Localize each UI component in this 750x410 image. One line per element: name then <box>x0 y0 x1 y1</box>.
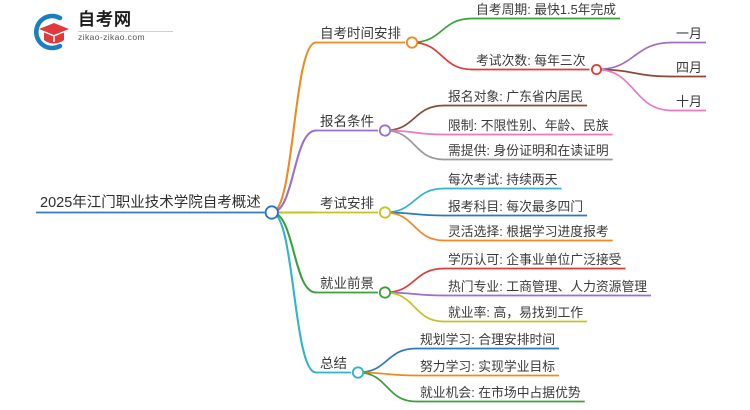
logo-title: 自考网 <box>78 10 132 29</box>
leaf-label-4-1[interactable]: 努力学习: 实现学业目标 <box>420 359 556 374</box>
branch-label-1[interactable]: 报名条件 <box>320 114 374 129</box>
leaf-label-2-0[interactable]: 每次考试: 持续两天 <box>448 172 558 187</box>
month-label-1[interactable]: 四月 <box>676 60 703 75</box>
branch-label-3[interactable]: 就业前景 <box>320 276 374 291</box>
leaf-label-3-0[interactable]: 学历认可: 企事业单位广泛接受 <box>448 252 622 267</box>
leaf-label-0-1[interactable]: 考试次数: 每年三次 <box>476 53 586 68</box>
graduation-cap-icon <box>34 13 69 51</box>
leaf-label-4-0[interactable]: 规划学习: 合理安排时间 <box>420 332 556 347</box>
branch-node-dot-2[interactable] <box>378 206 392 219</box>
branch-label-2[interactable]: 考试安排 <box>320 196 374 211</box>
branch-node-dot-1[interactable] <box>378 124 392 137</box>
leaf-label-0-0[interactable]: 自考周期: 最快1.5年完成 <box>476 2 617 17</box>
root-node-dot[interactable] <box>264 205 279 220</box>
month-label-2[interactable]: 十月 <box>676 94 703 109</box>
branch-label-4[interactable]: 总结 <box>320 356 347 371</box>
leaf-label-2-2[interactable]: 灵活选择: 根据学习进度报考 <box>448 224 609 239</box>
branch-node-dot-0[interactable] <box>405 36 419 49</box>
leaf-label-1-1[interactable]: 限制: 不限性别、年龄、民族 <box>448 118 609 133</box>
branch-label-0[interactable]: 自考时间安排 <box>320 26 401 41</box>
leaf-node-dot-0-1[interactable] <box>591 64 603 76</box>
logo-subtitle: zikao-zikao.com <box>78 32 145 42</box>
site-logo: 自考网 zikao-zikao.com <box>30 8 173 54</box>
leaf-label-4-2[interactable]: 就业机会: 在市场中占据优势 <box>420 385 581 400</box>
leaf-label-1-2[interactable]: 需提供: 身份证明和在读证明 <box>448 143 609 158</box>
leaf-label-3-2[interactable]: 就业率: 高，易找到工作 <box>448 305 584 320</box>
logo-text: 自考网 zikao-zikao.com <box>78 10 173 43</box>
branch-node-dot-4[interactable] <box>351 366 365 379</box>
branch-node-dot-3[interactable] <box>378 286 392 299</box>
root-node-label[interactable]: 2025年江门职业技术学院自考概述 <box>40 195 261 211</box>
leaf-label-2-1[interactable]: 报考科目: 每次最多四门 <box>448 199 584 214</box>
leaf-label-3-1[interactable]: 热门专业: 工商管理、人力资源管理 <box>448 279 648 294</box>
leaf-label-1-0[interactable]: 报名对象: 广东省内居民 <box>448 89 584 104</box>
month-label-0[interactable]: 一月 <box>676 26 703 41</box>
logo-divider <box>78 31 173 32</box>
